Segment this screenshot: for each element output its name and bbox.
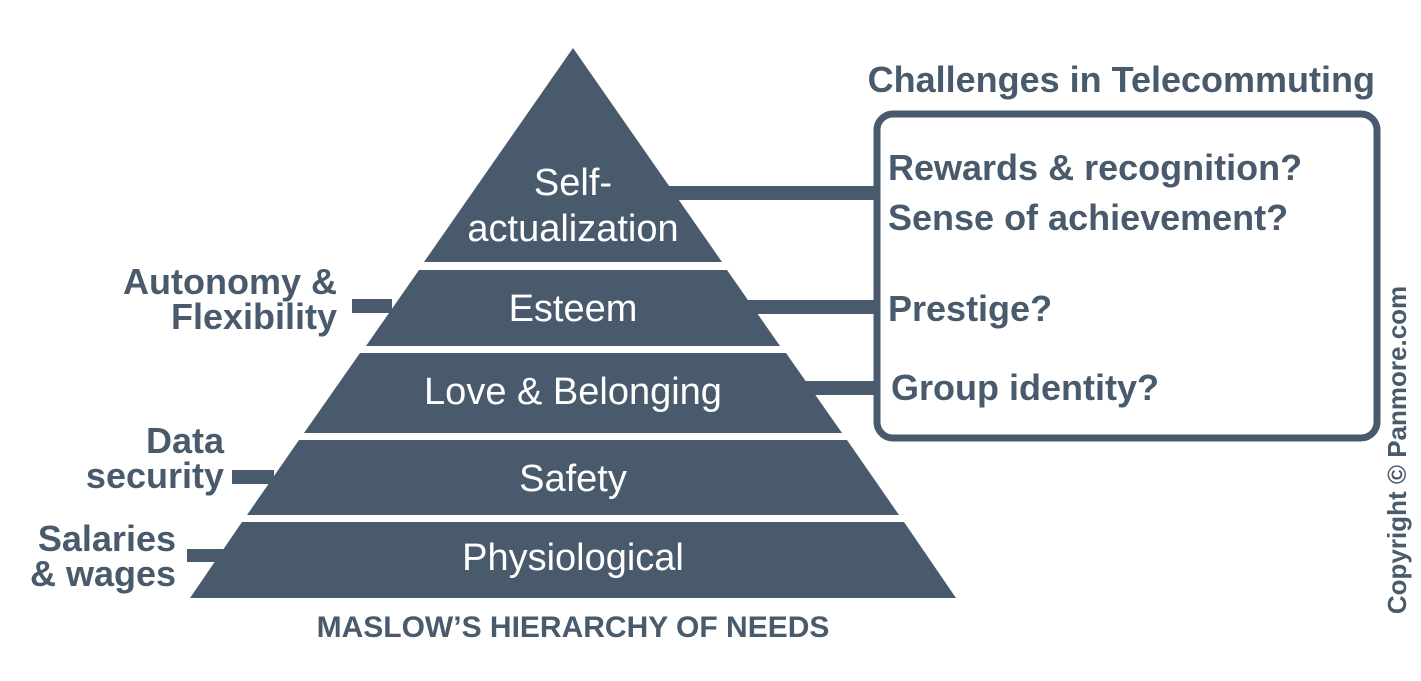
left-label-data-security-line1: Data xyxy=(146,420,225,461)
level-label-safety: Safety xyxy=(519,458,627,500)
right-connectors xyxy=(668,186,878,395)
left-label-salaries-line2: & wages xyxy=(30,553,176,594)
left-label-data-security-line2: security xyxy=(86,455,224,496)
copyright-notice: Copyright © Panmore.com xyxy=(1382,286,1412,614)
connector-salaries xyxy=(187,549,229,562)
challenge-item-achievement: Sense of achievement? xyxy=(888,197,1288,238)
pyramid-caption: MASLOW’S HIERARCHY OF NEEDS xyxy=(317,611,830,644)
pyramid-level-self-actualization xyxy=(424,48,722,262)
level-label-esteem: Esteem xyxy=(509,288,638,330)
left-label-autonomy-line2: Flexibility xyxy=(171,296,337,337)
connector-data-security xyxy=(232,470,274,484)
level-label-self-actualization-line1: Self- xyxy=(534,162,612,204)
level-label-physiological: Physiological xyxy=(462,537,684,579)
challenge-item-rewards: Rewards & recognition? xyxy=(888,147,1302,188)
level-label-self-actualization-line2: actualization xyxy=(467,208,678,250)
left-label-salaries-line1: Salaries xyxy=(38,518,176,559)
left-label-autonomy-line1: Autonomy & xyxy=(123,261,337,302)
pyramid-level-esteem xyxy=(366,270,780,346)
connector-self-actualization xyxy=(668,186,878,200)
connector-esteem xyxy=(748,300,878,314)
connector-love-belonging xyxy=(806,381,878,395)
left-connectors xyxy=(187,299,392,562)
connector-autonomy xyxy=(352,299,392,313)
pyramid-level-physiological xyxy=(190,522,956,598)
level-label-love-belonging: Love & Belonging xyxy=(424,371,722,413)
challenge-item-prestige: Prestige? xyxy=(888,288,1052,329)
challenges-title: Challenges in Telecommuting xyxy=(868,59,1375,100)
challenge-item-group-identity: Group identity? xyxy=(891,367,1159,408)
pyramid-level-love-belonging xyxy=(304,353,842,433)
pyramid xyxy=(190,48,956,598)
pyramid-level-safety xyxy=(247,440,899,515)
challenges-box xyxy=(873,110,1381,442)
